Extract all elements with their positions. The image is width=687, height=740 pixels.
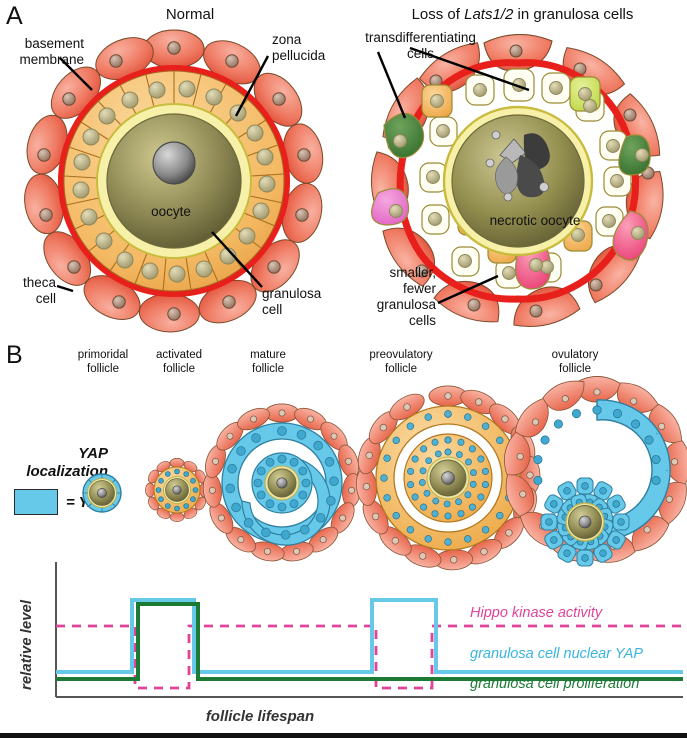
- transdifferentiating-cells-label: transdifferentiating cells: [365, 30, 476, 61]
- smaller-fewer-granulosa-label: smaller, fewer granulosa cells: [376, 265, 436, 328]
- mutant-follicle-diagram: [369, 33, 669, 332]
- legend-granulosa-proliferation: granulosa cell proliferation: [470, 676, 640, 692]
- chart-x-axis-label: follicle lifespan: [205, 708, 315, 725]
- stage-label-activated-follicle: activated follicle: [155, 349, 203, 376]
- basement-membrane-label: basement membrane: [19, 36, 84, 67]
- yap-timeline-chart: [55, 562, 683, 698]
- stage-label-preovulatory-follicle: preovulatory follicle: [369, 349, 433, 376]
- legend-hippo-kinase-activity: Hippo kinase activity: [470, 605, 603, 621]
- oocyte-label: oocyte: [151, 204, 191, 219]
- normal-follicle-diagram: [19, 29, 329, 334]
- yap-localization-title: YAP localization: [26, 445, 108, 480]
- panel-a-letter: A: [6, 2, 23, 30]
- normal-leader-lines: [56, 55, 270, 293]
- follicle-series-diagram: [82, 374, 687, 572]
- stage-label-ovulatory-follicle: ovulatory follicle: [551, 349, 599, 376]
- ovulatory-follicle: [500, 374, 687, 567]
- cumulus-oocyte-complex: [540, 477, 630, 567]
- theca-cell-label: theca cell: [22, 275, 56, 306]
- mutant-title-prefix: Loss of: [411, 6, 465, 23]
- stage-label-mature-follicle: mature follicle: [250, 349, 286, 376]
- mutant-title: Loss of Lats1/2 in granulosa cells: [360, 6, 685, 23]
- granulosa-nuclei: [72, 80, 276, 283]
- series-granulosa-proliferation: [56, 602, 683, 681]
- stage-label-primordial-follicle: primoridal follicle: [77, 349, 129, 376]
- normal-title: Normal: [165, 6, 215, 23]
- basement-membrane-ring: [58, 65, 290, 297]
- legend-granulosa-nuclear-yap: granulosa cell nuclear YAP: [470, 646, 644, 662]
- necrotic-oocyte-label: necrotic oocyte: [489, 213, 581, 228]
- mutant-title-gene: Lats1/2: [464, 6, 514, 23]
- oocyte-nucleus: [152, 141, 196, 185]
- yap-color-swatch: [14, 489, 58, 515]
- necrotic-debris: [485, 130, 550, 202]
- mutant-granulosa-nuclei: [389, 78, 649, 280]
- bottom-rule: [0, 733, 687, 738]
- series-granulosa-nuclear-yap: [56, 598, 683, 674]
- preovulatory-follicle: [353, 385, 542, 572]
- mutant-title-suffix: in granulosa cells: [513, 6, 634, 23]
- mutant-leader-lines: [376, 46, 530, 305]
- granulosa-cell-label: granulosa cell: [262, 286, 322, 317]
- panel-b-letter: B: [6, 341, 23, 369]
- series-hippo-kinase-activity: [56, 624, 683, 690]
- zona-pellucida-label: zona pellucida: [272, 32, 326, 63]
- primordial-follicle: [82, 473, 122, 513]
- activated-follicle: [145, 458, 209, 522]
- mature-follicle: [201, 403, 363, 565]
